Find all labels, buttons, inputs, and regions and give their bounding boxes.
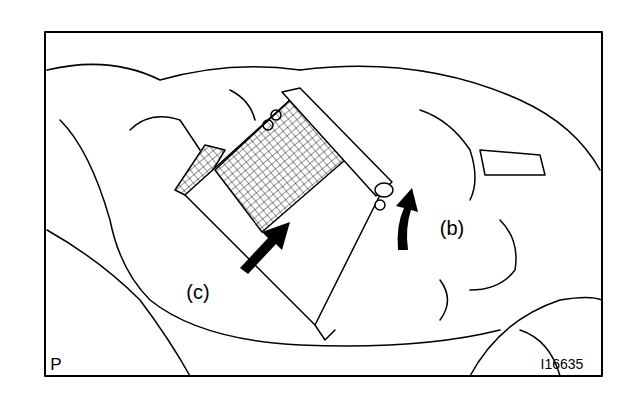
bumper-line <box>47 230 190 376</box>
tank-end <box>375 183 393 197</box>
wheel-arch <box>470 298 602 377</box>
engine-part <box>480 150 545 175</box>
step-label: (c) <box>186 282 209 302</box>
hood-edge <box>47 64 300 80</box>
figure-number: I16635 <box>541 357 584 371</box>
fitting <box>271 110 281 120</box>
step-label: (b) <box>440 218 464 238</box>
headlamp-area <box>130 117 200 150</box>
engine-part <box>420 110 475 200</box>
frame <box>45 32 602 376</box>
engine-part <box>470 220 516 290</box>
page-mark: P <box>50 356 61 373</box>
lift-arrow <box>396 188 418 250</box>
bracket-pin <box>375 200 385 210</box>
engine-part <box>440 280 448 320</box>
radiator-tank <box>282 88 392 196</box>
fitting <box>263 120 273 130</box>
lower-bracket <box>315 325 335 340</box>
hose <box>230 90 255 120</box>
push-arrow <box>240 222 290 274</box>
radiator-panel <box>185 100 380 325</box>
